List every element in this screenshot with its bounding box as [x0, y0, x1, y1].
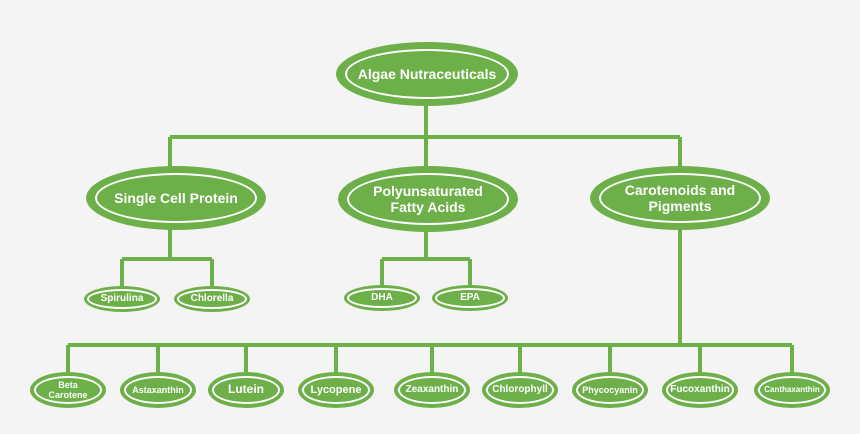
node-lycopene: Lycopene: [298, 372, 374, 408]
node-carotenoids-and-pigments: Carotenoids and Pigments: [590, 166, 770, 230]
node-algae-nutraceuticals: Algae Nutraceuticals: [336, 42, 518, 106]
node-phycocyanin: Phycocyanin: [572, 372, 648, 408]
node-astaxanthin: Astaxanthin: [120, 372, 196, 408]
node-zeaxanthin: Zeaxanthin: [394, 372, 470, 408]
node-polyunsaturated-fatty-acids: Polyunsaturated Fatty Acids: [338, 166, 518, 232]
node-label: Beta Carotene: [48, 379, 88, 400]
node-label: Fucoxanthin: [670, 384, 730, 396]
node-chlorophyll: Chlorophyll: [482, 372, 558, 408]
node-label: Phycocyanin: [582, 384, 638, 395]
node-label: Lycopene: [310, 383, 362, 396]
node-label: Chlorella: [190, 293, 234, 305]
node-label: DHA: [371, 292, 393, 304]
node-chlorella: Chlorella: [174, 286, 250, 312]
node-label: Algae Nutraceuticals: [357, 65, 497, 82]
node-label: Zeaxanthin: [405, 384, 459, 396]
node-single-cell-protein: Single Cell Protein: [86, 166, 266, 230]
node-label: Chlorophyll: [492, 384, 548, 396]
node-label: EPA: [460, 292, 480, 304]
node-spirulina: Spirulina: [84, 286, 160, 312]
node-label: Polyunsaturated Fatty Acids: [373, 182, 483, 215]
node-beta-carotene: Beta Carotene: [30, 372, 106, 408]
node-epa: EPA: [432, 285, 508, 311]
node-label: Lutein: [228, 382, 264, 397]
node-label: Astaxanthin: [132, 384, 184, 395]
node-label: Canthaxanthin: [764, 385, 820, 395]
node-label: Single Cell Protein: [114, 189, 238, 206]
node-canthaxanthin: Canthaxanthin: [754, 372, 830, 408]
node-fucoxanthin: Fucoxanthin: [662, 372, 738, 408]
node-dha: DHA: [344, 285, 420, 311]
node-label: Carotenoids and Pigments: [624, 181, 736, 214]
node-label: Spirulina: [100, 293, 144, 305]
node-lutein: Lutein: [208, 372, 284, 408]
